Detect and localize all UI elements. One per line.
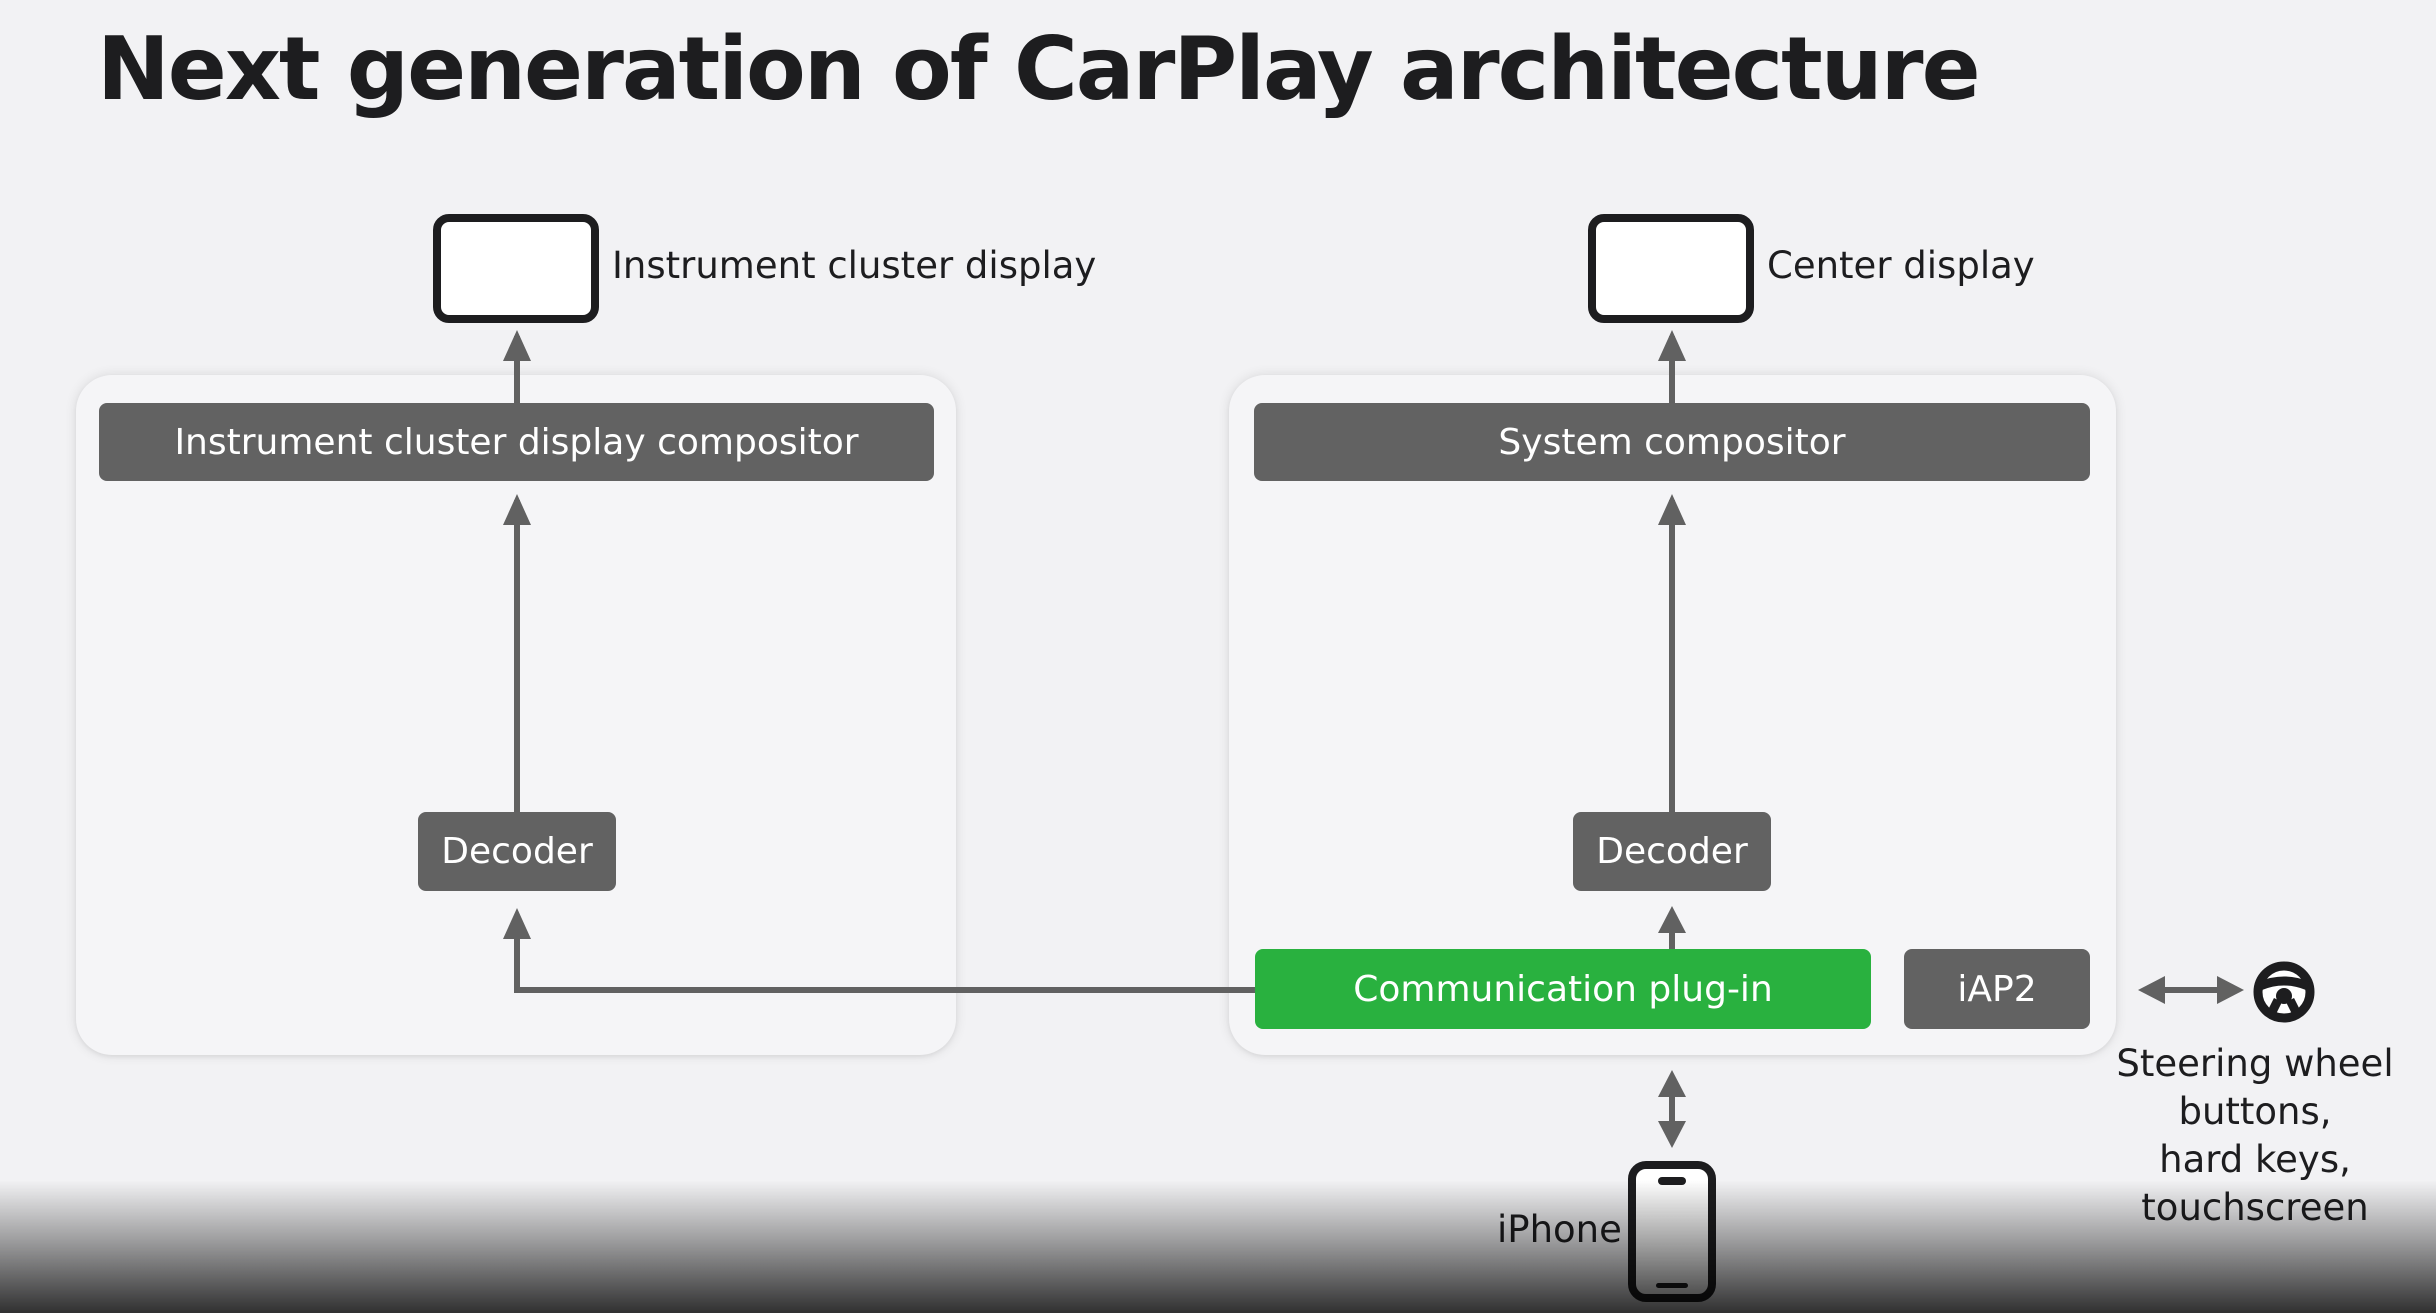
arrowhead — [1658, 330, 1686, 361]
page-title: Next generation of CarPlay architecture — [97, 18, 1981, 120]
iap2-label: iAP2 — [1957, 968, 2037, 1010]
left-decoder-label: Decoder — [441, 831, 593, 872]
arrowhead — [503, 908, 531, 939]
arrowhead — [2217, 976, 2244, 1004]
steering-wheel-icon — [2253, 961, 2315, 1023]
bottom-video-shade — [0, 1180, 2436, 1313]
display-icon — [1588, 214, 1754, 323]
steering-wheel-inputs-line: hard keys, — [2159, 1138, 2351, 1181]
arrowhead — [503, 494, 531, 525]
steering-wheel-inputs-line: Steering wheel — [2116, 1042, 2394, 1085]
arrowhead — [503, 330, 531, 361]
arrowhead — [1658, 1070, 1686, 1097]
display-icon — [433, 214, 599, 323]
arrow-plugin-to-cluster-decoder — [514, 915, 1255, 993]
communication-plugin-box: Communication plug-in — [1255, 949, 1871, 1029]
instrument-cluster-display-label: Instrument cluster display — [612, 244, 1097, 287]
iap2-box: iAP2 — [1904, 949, 2090, 1029]
center-display-label: Center display — [1767, 244, 2035, 287]
communication-plugin-label: Communication plug-in — [1353, 968, 1773, 1010]
arrowhead — [1658, 494, 1686, 525]
arrowhead — [1658, 906, 1686, 933]
steering-wheel-inputs-line: buttons, — [2178, 1090, 2332, 1133]
arrowhead — [1658, 1121, 1686, 1148]
system-compositor-box: System compositor — [1254, 403, 2090, 481]
right-decoder-label: Decoder — [1596, 831, 1748, 872]
arrowhead — [2138, 976, 2165, 1004]
left-decoder-box: Decoder — [418, 812, 616, 891]
instrument-cluster-compositor-box: Instrument cluster display compositor — [99, 403, 934, 481]
right-decoder-box: Decoder — [1573, 812, 1771, 891]
system-compositor-label: System compositor — [1498, 421, 1846, 463]
instrument-cluster-compositor-label: Instrument cluster display compositor — [174, 421, 859, 463]
